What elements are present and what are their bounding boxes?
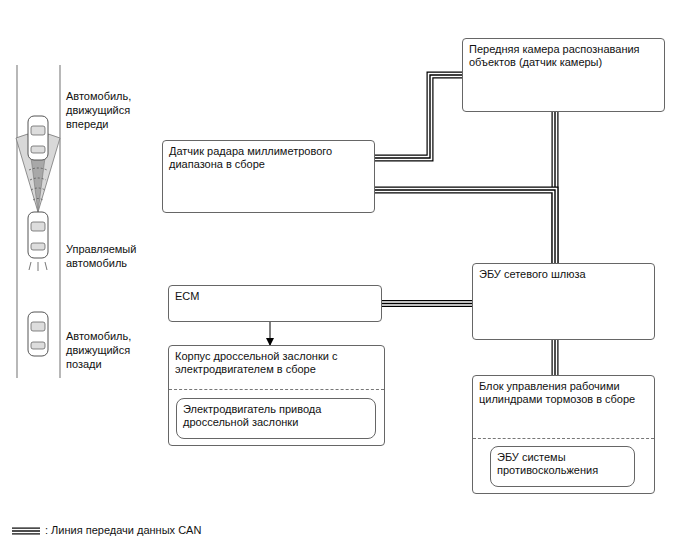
vehicle-label: Автомобиль, движущийся позади bbox=[66, 330, 154, 371]
can-line bbox=[555, 340, 556, 375]
road-edge bbox=[59, 65, 60, 378]
box-text: Передняя камера распознавания объектов (… bbox=[463, 39, 664, 73]
dashed-divider bbox=[473, 438, 654, 439]
dashed-divider bbox=[169, 389, 384, 390]
vehicle-label: Управляемый автомобиль bbox=[66, 243, 154, 271]
box-text: Электродвигатель привода дроссельной зас… bbox=[177, 399, 375, 433]
signal-arrow bbox=[270, 322, 271, 345]
box-text: ECM bbox=[169, 286, 381, 307]
box-text: Датчик радара миллиметрового диапазона в… bbox=[163, 141, 374, 175]
inner-box: Электродвигатель привода дроссельной зас… bbox=[176, 398, 376, 439]
car-front bbox=[28, 116, 48, 160]
unit-box: Блок управления рабочими цилиндрами торм… bbox=[472, 375, 655, 494]
inner-box: ЭБУ системы противоскольжения bbox=[490, 446, 635, 487]
legend-sample bbox=[12, 531, 40, 532]
can-line bbox=[375, 190, 555, 263]
unit-box: Корпус дроссельной заслонки с электродви… bbox=[168, 345, 385, 446]
radar-waves bbox=[29, 168, 47, 200]
box-text: ЭБУ сетевого шлюза bbox=[473, 264, 654, 285]
road-edge bbox=[16, 65, 17, 378]
legend-text: : Линия передачи данных CAN bbox=[45, 524, 201, 538]
unit-box: ЭБУ сетевого шлюза bbox=[472, 263, 655, 340]
box-text: ЭБУ системы противоскольжения bbox=[491, 447, 634, 481]
unit-box: Датчик радара миллиметрового диапазона в… bbox=[162, 140, 375, 213]
car-host bbox=[28, 212, 48, 271]
unit-box: Передняя камера распознавания объектов (… bbox=[462, 38, 665, 112]
can-line bbox=[375, 75, 462, 158]
box-text: Корпус дроссельной заслонки с электродви… bbox=[169, 346, 384, 380]
unit-box: ECM bbox=[168, 285, 382, 322]
can-line bbox=[382, 303, 472, 304]
car-rear bbox=[28, 312, 48, 356]
vehicle-label: Автомобиль, движущийся впереди bbox=[66, 90, 154, 131]
box-text: Блок управления рабочими цилиндрами торм… bbox=[473, 376, 654, 410]
